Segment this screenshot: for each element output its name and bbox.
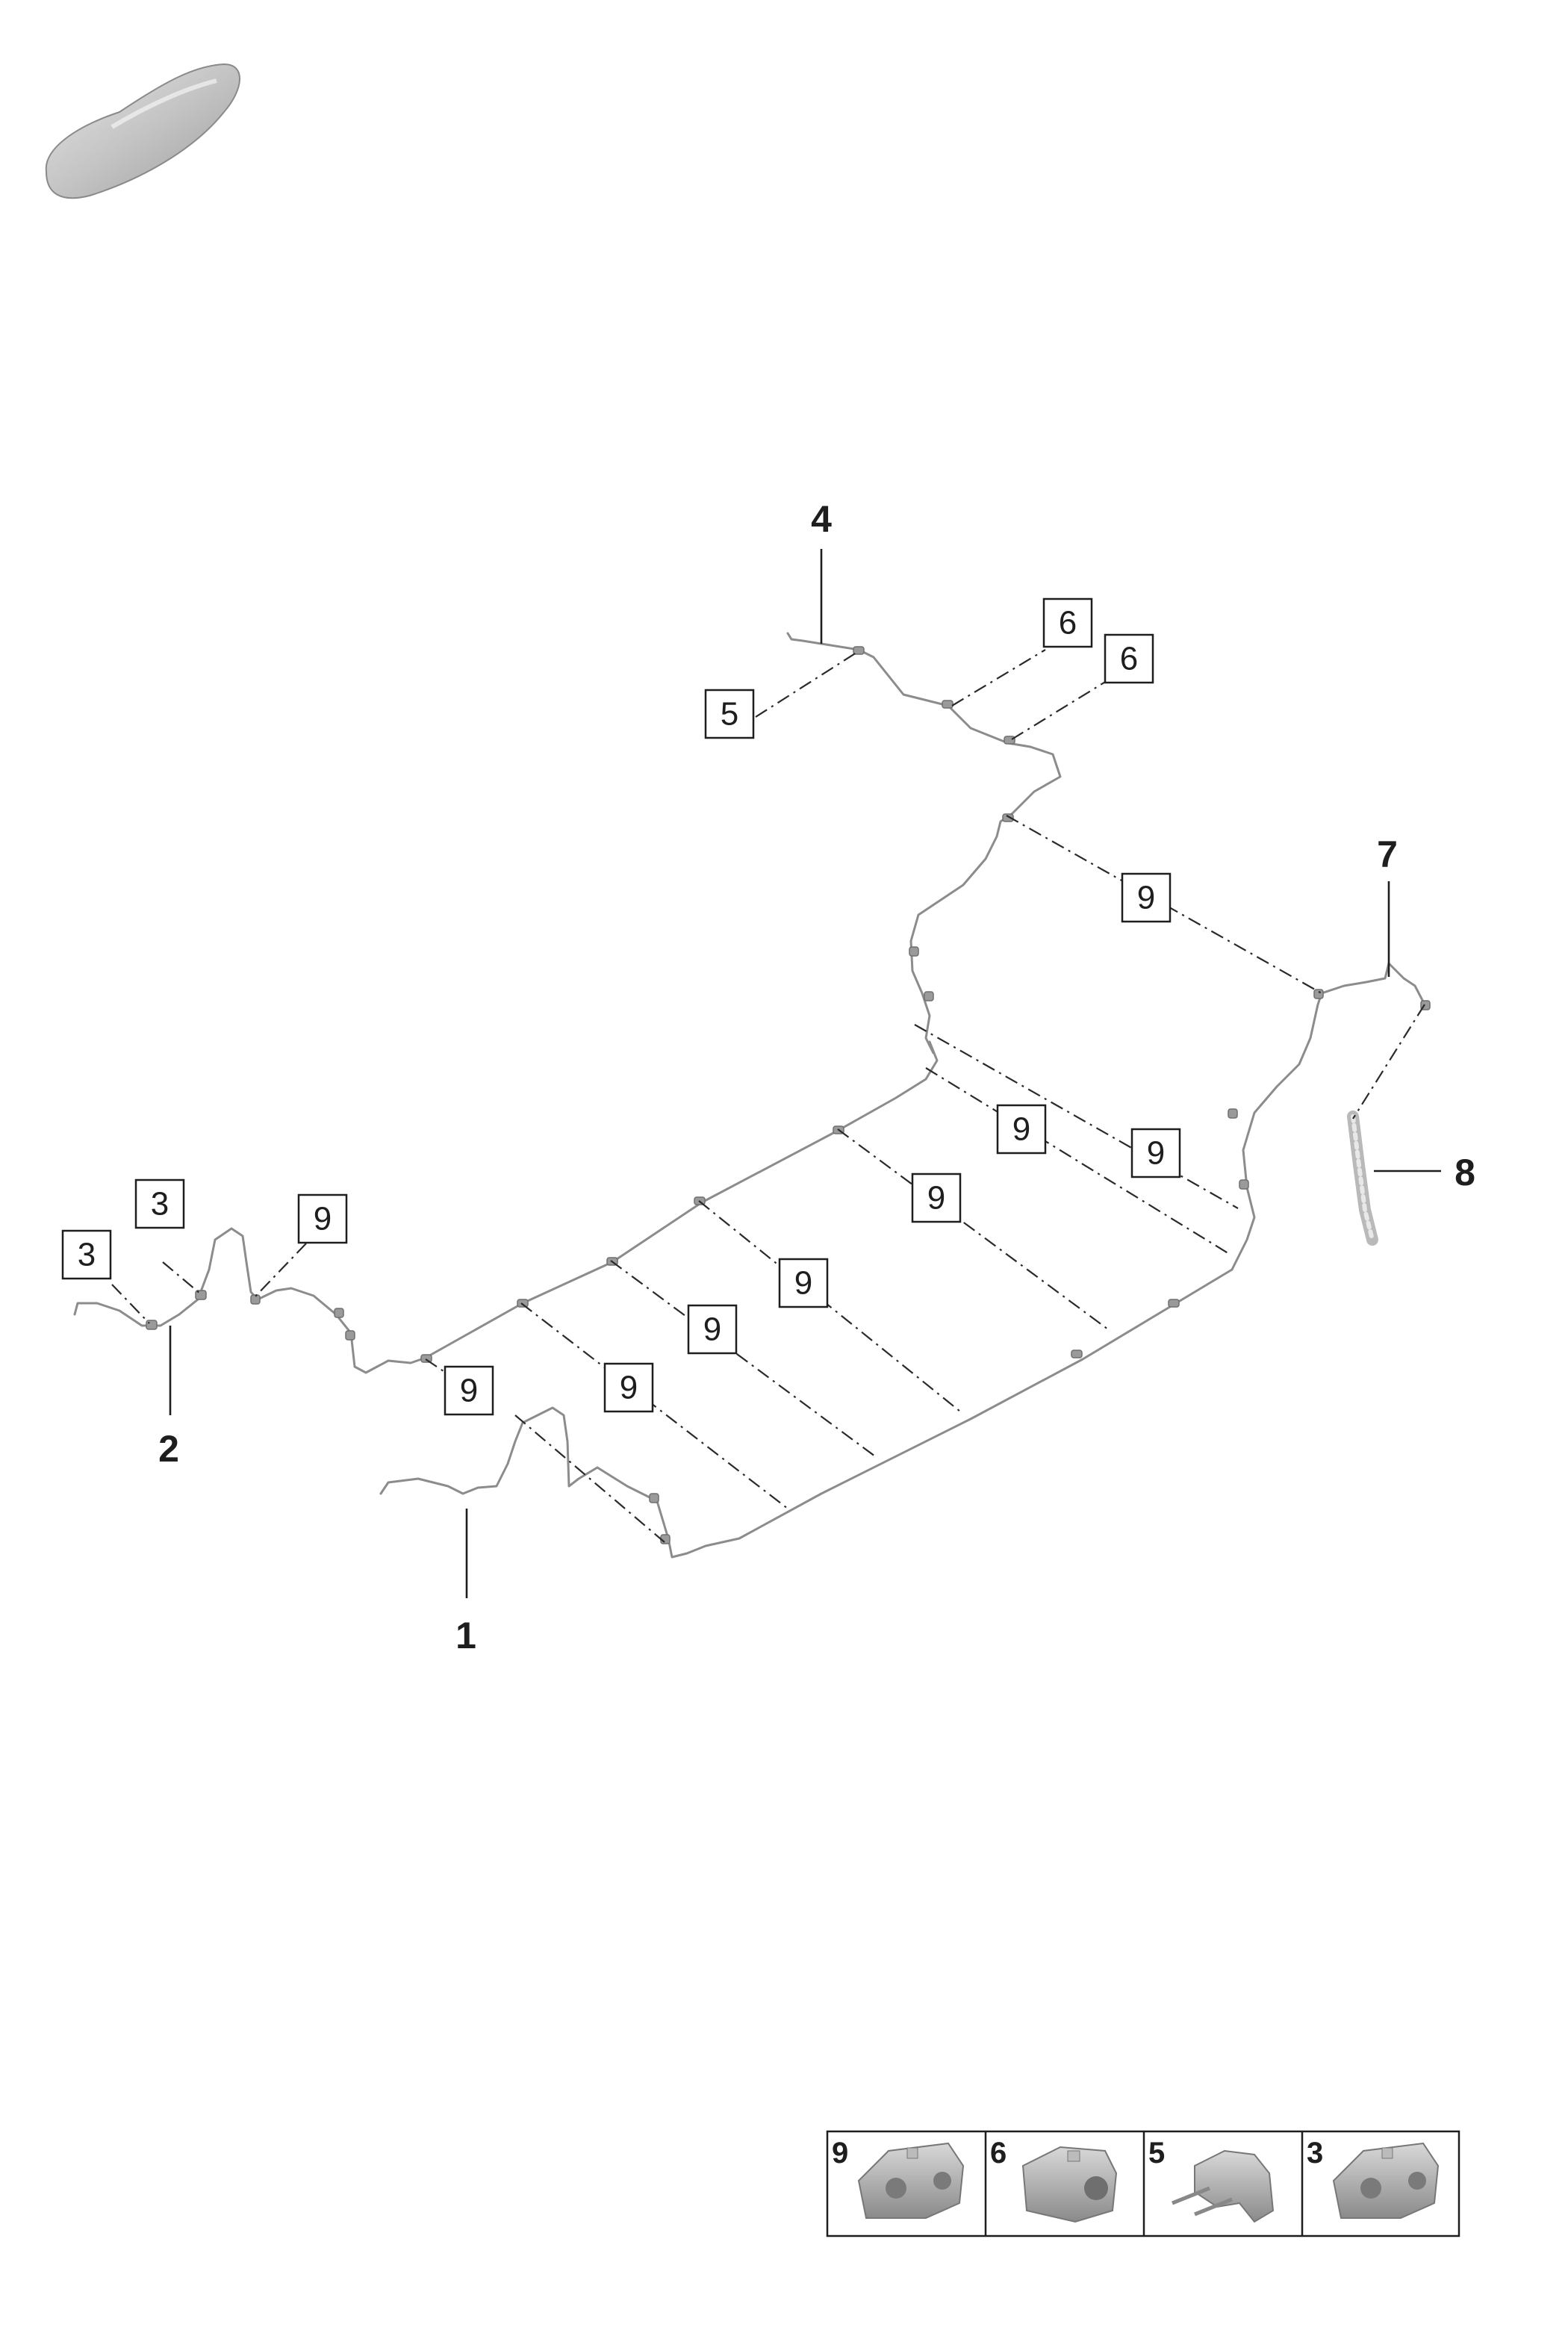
callout-box-9: 9 <box>778 1258 829 1308</box>
callout-box-9: 9 <box>444 1365 494 1416</box>
part-labels: 4 7 8 2 1 <box>158 498 1475 1656</box>
brake-line-7 <box>1231 962 1426 1271</box>
part-label-7: 7 <box>1377 833 1398 875</box>
legend-cell-6: 6 <box>990 2137 1118 2223</box>
block-clip-icon <box>1021 2146 1118 2223</box>
svg-text:9: 9 <box>832 2137 848 2170</box>
part-label-8: 8 <box>1455 1152 1475 1193</box>
svg-text:9: 9 <box>1137 880 1155 916</box>
clip-legend-table: 9 6 5 <box>826 2130 1460 2237</box>
leader-lines <box>169 549 1441 1598</box>
svg-text:9: 9 <box>460 1373 478 1409</box>
svg-text:9: 9 <box>794 1265 812 1302</box>
pipe-clips <box>146 646 1431 1544</box>
callout-box-9: 9 <box>297 1193 348 1244</box>
brake-pipes <box>73 632 1426 1559</box>
svg-text:3: 3 <box>78 1237 96 1273</box>
svg-text:9: 9 <box>927 1180 945 1217</box>
svg-text:9: 9 <box>620 1370 638 1406</box>
svg-text:6: 6 <box>990 2137 1007 2170</box>
double-clip-icon <box>1332 2142 1440 2219</box>
callout-box-9: 9 <box>1121 872 1172 923</box>
callout-boxes: 3 3 5 6 6 9 9 9 9 9 9 9 9 9 <box>61 597 1181 1416</box>
callout-box-3: 3 <box>134 1178 185 1229</box>
callout-box-6: 6 <box>1104 633 1154 684</box>
double-clip-icon <box>857 2142 965 2219</box>
svg-text:3: 3 <box>151 1186 169 1223</box>
svg-text:9: 9 <box>1012 1111 1030 1148</box>
part-label-1: 1 <box>455 1615 476 1656</box>
brake-hose-8 <box>1347 1111 1378 1246</box>
callout-box-9: 9 <box>996 1104 1047 1155</box>
svg-text:3: 3 <box>1307 2137 1323 2170</box>
legend-cell-3: 3 <box>1307 2137 1440 2219</box>
brake-line-1 <box>379 1268 1233 1559</box>
callout-box-6: 6 <box>1042 597 1093 648</box>
svg-text:5: 5 <box>1148 2137 1165 2170</box>
svg-text:6: 6 <box>1059 605 1077 642</box>
callout-box-9: 9 <box>687 1304 738 1355</box>
callout-box-9: 9 <box>603 1362 654 1413</box>
brake-line-4 <box>786 632 1062 1055</box>
callout-box-3: 3 <box>61 1229 112 1280</box>
brake-line-2 <box>73 1040 939 1374</box>
part-label-2: 2 <box>158 1428 179 1470</box>
car-silhouette-icon <box>45 63 240 199</box>
callout-box-5: 5 <box>704 689 755 739</box>
svg-text:9: 9 <box>703 1311 721 1348</box>
svg-text:5: 5 <box>721 696 738 733</box>
clip-pointer-lines <box>111 649 1425 1543</box>
callout-box-9: 9 <box>911 1173 962 1223</box>
bracket-clip-icon <box>1172 2149 1275 2223</box>
svg-text:6: 6 <box>1120 641 1138 677</box>
part-label-4: 4 <box>811 498 832 540</box>
svg-text:9: 9 <box>314 1201 332 1237</box>
svg-text:9: 9 <box>1147 1135 1165 1172</box>
callout-box-9: 9 <box>1130 1128 1181 1178</box>
legend-cell-9: 9 <box>832 2137 965 2219</box>
legend-cell-5: 5 <box>1148 2137 1275 2223</box>
